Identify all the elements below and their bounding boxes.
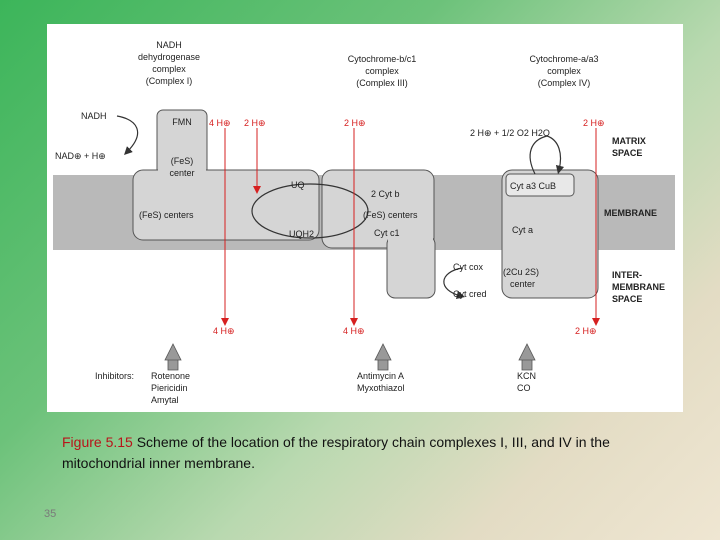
inhibitor-piericidin: Piericidin (151, 383, 188, 393)
complex-iii-title-3: (Complex III) (356, 78, 408, 88)
intermembrane-label-2: MEMBRANE (612, 282, 665, 292)
respiratory-chain-diagram: NADH dehydrogenase complex (Complex I) C… (47, 24, 683, 412)
uqh2-label: UQH2 (289, 229, 314, 239)
membrane-label: MEMBRANE (604, 208, 657, 218)
water-reaction-label: 2 H⊕ + 1/2 O2 H2O (470, 128, 550, 138)
inhibitor-arrow-3 (518, 343, 536, 371)
water-arrow (529, 135, 565, 175)
figure-caption: Figure 5.15 Scheme of the location of th… (62, 432, 682, 474)
complex-i-title-2: dehydrogenase (138, 52, 200, 62)
cyt-cred-label: Cyt cred (453, 289, 487, 299)
slide-number: 35 (44, 508, 57, 520)
proton-label-top-2h-c: 2 H⊕ (583, 118, 605, 128)
fes-centers-label-iii: (FeS) centers (363, 210, 418, 220)
complex-i-title-1: NADH (156, 40, 182, 50)
fmn-label: FMN (172, 117, 192, 127)
matrix-space-label-2: SPACE (612, 148, 642, 158)
inhibitor-rotenone: Rotenone (151, 371, 190, 381)
complex-iv-shape (501, 169, 599, 299)
fes-centers-label-i: (FeS) centers (139, 210, 194, 220)
nad-label: NAD⊕ + H⊕ (55, 151, 106, 161)
cyt-a-label: Cyt a (512, 225, 533, 235)
cyt-a3-cub-label: Cyt a3 CuB (510, 181, 556, 191)
inhibitor-arrow-1 (164, 343, 182, 371)
complex-iv-title-3: (Complex IV) (538, 78, 591, 88)
uq-cycle-arrow (251, 183, 369, 239)
complex-iv-title-1: Cytochrome-a/a3 (529, 54, 598, 64)
inhibitor-myxothiazol: Myxothiazol (357, 383, 405, 393)
complex-i-title-3: complex (152, 64, 186, 74)
proton-label-top-2h-b: 2 H⊕ (344, 118, 366, 128)
inhibitor-arrow-2 (374, 343, 392, 371)
cyt-b-label: 2 Cyt b (371, 189, 400, 199)
caption-text: Scheme of the location of the respirator… (62, 434, 610, 471)
complex-iii-title-2: complex (365, 66, 399, 76)
uq-label: UQ (291, 180, 305, 190)
inhibitors-title: Inhibitors: (95, 371, 134, 381)
inhibitor-amytal: Amytal (151, 395, 179, 405)
complex-iii-membrane-part (321, 169, 435, 249)
complex-iv-title-2: complex (547, 66, 581, 76)
complex-iii-lower-part (386, 235, 436, 299)
intermembrane-label-1: INTER- (612, 270, 642, 280)
matrix-space-label-1: MATRIX (612, 136, 646, 146)
proton-label-bottom-2h: 2 H⊕ (575, 326, 597, 336)
inhibitor-co: CO (517, 383, 531, 393)
nadh-arrow (116, 115, 139, 155)
cu2s-label-2: center (510, 279, 535, 289)
cyt-a3-cub-box (505, 173, 575, 197)
fes-center-label-1: (FeS) (171, 156, 194, 166)
inhibitor-kcn: KCN (517, 371, 536, 381)
cu2s-label-1: (2Cu 2S) (503, 267, 539, 277)
cyt-cox-label: Cyt cox (453, 262, 484, 272)
intermembrane-label-3: SPACE (612, 294, 642, 304)
cyt-c-arrow (443, 267, 466, 300)
complex-iii-title-1: Cytochrome-b/c1 (348, 54, 417, 64)
complex-i-title-4: (Complex I) (146, 76, 193, 86)
proton-label-top-2h-a: 2 H⊕ (244, 118, 266, 128)
proton-label-bottom-4h-a: 4 H⊕ (213, 326, 235, 336)
figure-number: Figure 5.15 (62, 434, 133, 450)
complex-i-membrane-part (132, 169, 320, 241)
cyt-c1-label: Cyt c1 (374, 228, 400, 238)
inhibitor-antimycin: Antimycin A (357, 371, 404, 381)
proton-label-top-4h: 4 H⊕ (209, 118, 231, 128)
proton-label-bottom-4h-b: 4 H⊕ (343, 326, 365, 336)
nadh-label: NADH (81, 111, 107, 121)
fes-center-label-2: center (169, 168, 194, 178)
